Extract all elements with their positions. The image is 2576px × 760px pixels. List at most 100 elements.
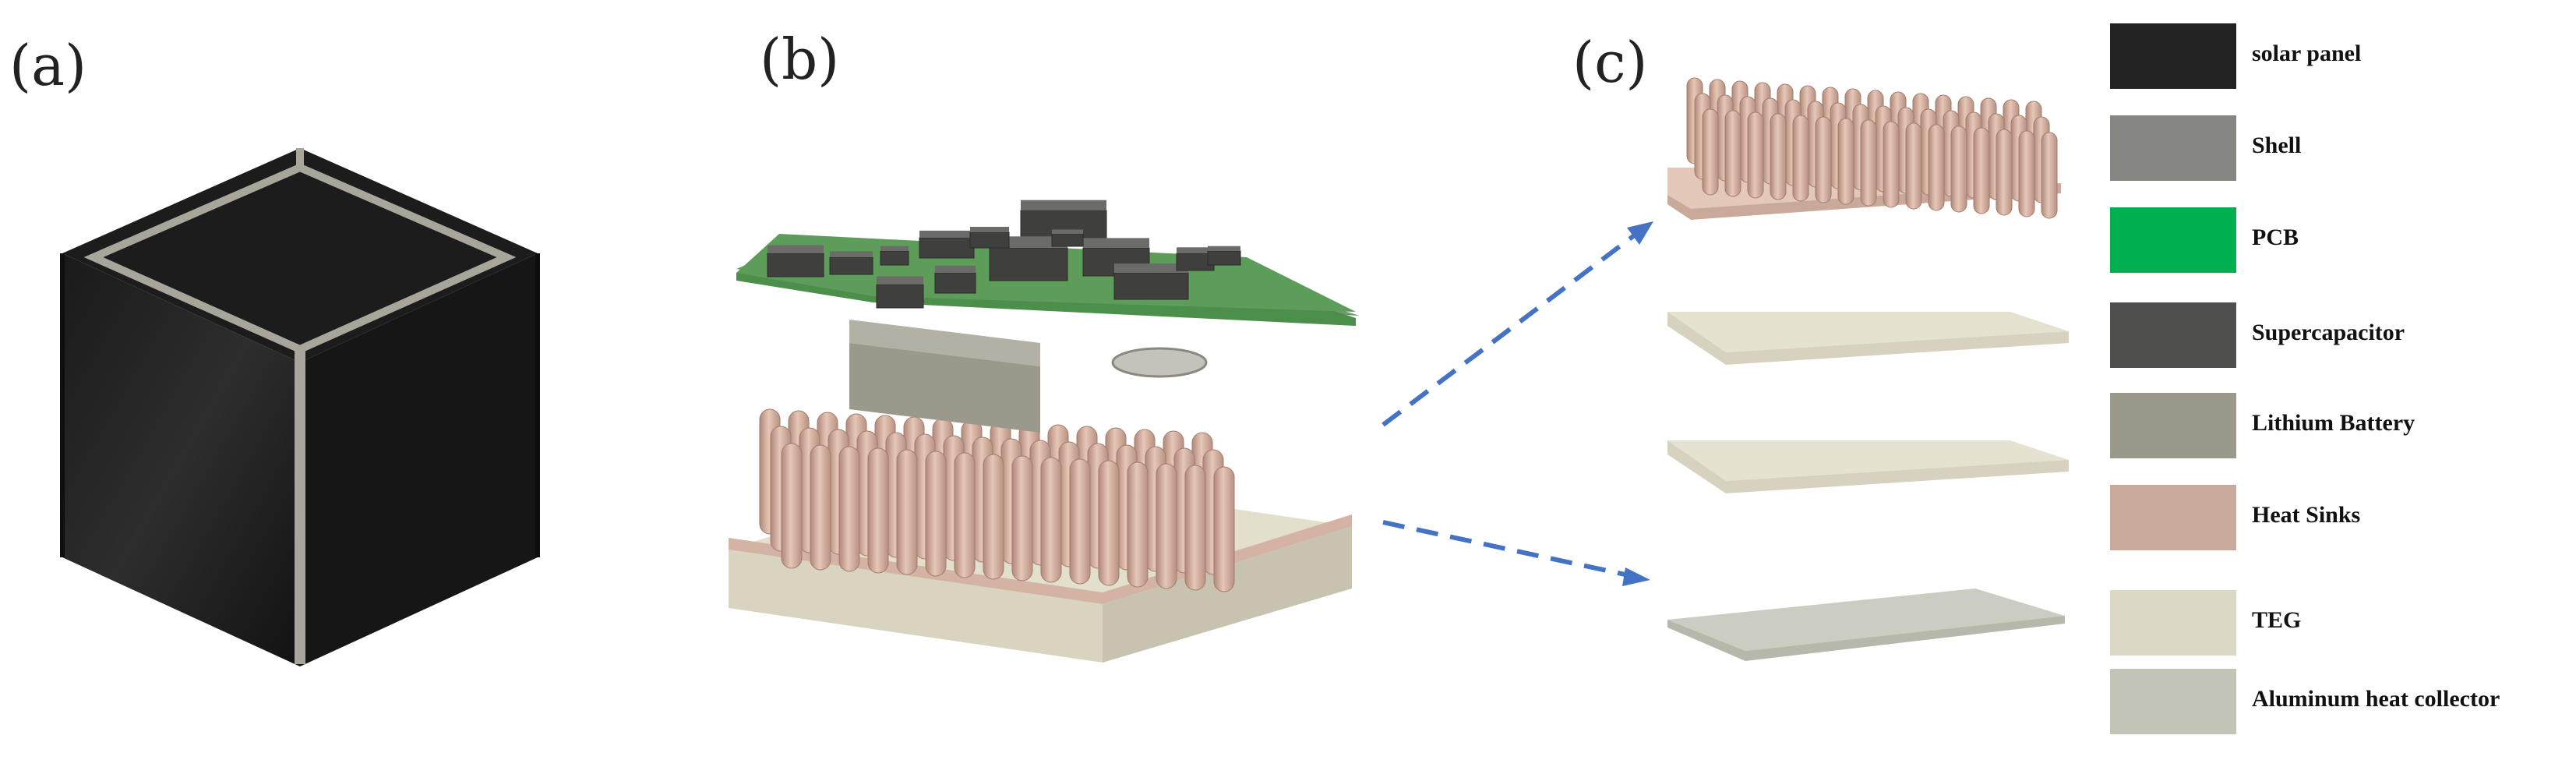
- pcb-component-top: [919, 230, 974, 238]
- heatsink-pin: [1127, 461, 1149, 588]
- heatsink-pin: [1950, 125, 1967, 213]
- legend-item-teg: TEG: [2110, 590, 2570, 660]
- heatsink-pin: [2018, 130, 2035, 217]
- heatsink-pins-assembled: [759, 408, 1235, 592]
- heatsink-pin: [1069, 458, 1091, 585]
- layer-teg2-top: [1667, 440, 2069, 481]
- heatsink-pin: [1792, 115, 1809, 202]
- arrow-up-head: [1627, 221, 1653, 245]
- heatsink-pin: [1837, 118, 1854, 205]
- lithium-battery-front: [849, 343, 1040, 433]
- cube-top-face: [62, 148, 538, 362]
- legend-swatch-heat-sinks: [2110, 485, 2236, 550]
- heatsink-pin: [954, 452, 976, 578]
- heatsink-pin: [781, 443, 803, 569]
- layer-teg1-side: [1667, 312, 2069, 365]
- heatsink-pin: [1702, 108, 1719, 196]
- pcb-component-top: [1114, 263, 1188, 273]
- pcb-component: [1207, 250, 1241, 266]
- teg-base-right: [1103, 526, 1352, 663]
- legend-swatch-lithium-battery: [2110, 393, 2236, 458]
- heatsink-pin: [1040, 457, 1062, 583]
- heatsink-pin: [810, 444, 831, 571]
- heatsink-pin: [1011, 455, 1033, 581]
- legend-item-heat-sinks: Heat Sinks: [2110, 485, 2570, 555]
- heatsink-pin: [1184, 465, 1206, 591]
- legend-swatch-teg: [2110, 590, 2236, 656]
- heatsink-pins-exploded: [1686, 77, 2058, 219]
- heatsink-pin: [838, 446, 860, 572]
- legend-item-solar-panel: solar panel: [2110, 23, 2570, 94]
- arrow-down-line: [1382, 520, 1629, 578]
- heatsink-pin: [1928, 124, 1945, 211]
- pcb-component-top: [1052, 229, 1083, 234]
- heatsink-pin: [1156, 463, 1177, 589]
- pcb-component-top: [935, 265, 976, 273]
- legend-swatch-solar-panel: [2110, 23, 2236, 89]
- pcb-components: [767, 200, 1241, 309]
- arrow-down-head: [1622, 567, 1650, 586]
- pcb-component: [934, 272, 976, 294]
- pcb-component-top: [970, 227, 1009, 232]
- layer-collector-top: [1667, 589, 2065, 651]
- heatsink-pin: [1213, 466, 1235, 592]
- pcb-component-top: [1021, 200, 1106, 210]
- pcb-component: [969, 232, 1010, 249]
- legend-label-pcb: PCB: [2252, 224, 2299, 250]
- legend-label-shell: Shell: [2252, 133, 2302, 158]
- cube-left-face: [62, 253, 300, 666]
- pcb-component-top: [1208, 246, 1240, 251]
- pcb-component: [767, 253, 824, 277]
- heatsink-pin: [1724, 110, 1741, 197]
- legend-swatch-pcb: [2110, 207, 2236, 273]
- legend-swatch-supercapacitor: [2110, 302, 2236, 368]
- legend-item-shell: Shell: [2110, 115, 2570, 186]
- lithium-battery-top: [849, 320, 1040, 366]
- legend-label-heat-sinks: Heat Sinks: [2252, 502, 2361, 528]
- pcb-component: [1113, 272, 1189, 300]
- exploded-layers: [1667, 77, 2069, 661]
- legend-label-aluminum-heat-collector: Aluminum heat collector: [2252, 686, 2500, 712]
- layer-teg2-side: [1667, 440, 2069, 493]
- cube-right-face: [300, 253, 538, 666]
- heatsink-pin: [1905, 122, 1922, 210]
- layer-teg1-top: [1667, 312, 2069, 352]
- heatsink-pin: [1883, 121, 1900, 208]
- heatsink-pin: [1770, 113, 1787, 200]
- pcb-component: [829, 256, 873, 275]
- pcb-component-top: [1177, 247, 1214, 253]
- heatsink-pin: [1815, 116, 1832, 203]
- legend-item-supercapacitor: Supercapacitor: [2110, 302, 2570, 373]
- pcb-component-top: [830, 251, 873, 257]
- internal-stack: [729, 200, 1360, 663]
- explode-arrows: [1382, 221, 1653, 586]
- heatsink-pin: [1098, 460, 1120, 586]
- pcb-component-top: [880, 246, 909, 251]
- legend-label-teg: TEG: [2252, 607, 2302, 633]
- legend-label-lithium-battery: Lithium Battery: [2252, 410, 2415, 436]
- layer-collector-side: [1667, 616, 2065, 661]
- legend-item-pcb: PCB: [2110, 207, 2570, 277]
- teg-base-left: [729, 550, 1103, 663]
- pcb-component-top: [1083, 238, 1149, 248]
- arrow-up-line: [1382, 232, 1638, 427]
- heatsink-pin: [1996, 129, 2013, 216]
- heatsink-pin: [1860, 119, 1877, 207]
- pcb-component: [919, 237, 975, 259]
- pcb-component: [880, 250, 909, 266]
- legend-swatch-shell: [2110, 115, 2236, 181]
- cube-assembly: [60, 148, 540, 666]
- panel-label-c: (c): [1572, 30, 1648, 95]
- heatsink-pin: [925, 451, 947, 577]
- pcb-component: [989, 247, 1068, 281]
- supercapacitor-disc: [1111, 347, 1208, 378]
- heatsink-pin: [867, 447, 889, 574]
- heatsink-pin: [1747, 111, 1764, 199]
- heatsink-pin: [2041, 132, 2058, 219]
- heatsink-pin: [1973, 127, 1990, 214]
- legend-item-aluminum-heat-collector: Aluminum heat collector: [2110, 669, 2570, 739]
- legend-label-supercapacitor: Supercapacitor: [2252, 320, 2405, 345]
- legend-swatch-aluminum-heat-collector: [2110, 669, 2236, 734]
